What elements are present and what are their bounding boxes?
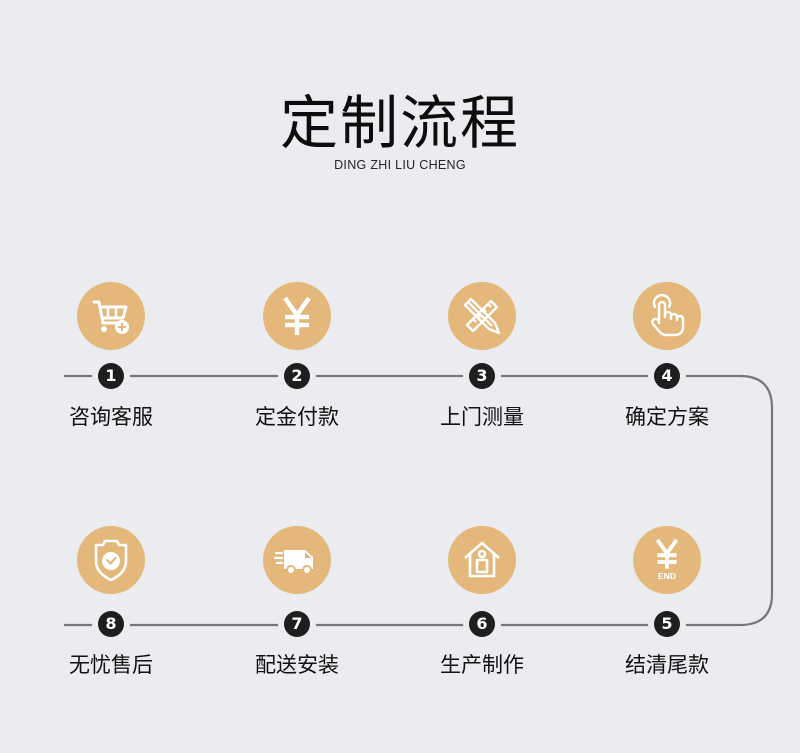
step-5-icon-circle: END (633, 526, 701, 594)
step-7-number: 7 (284, 611, 310, 637)
step-1-icon-circle (77, 282, 145, 350)
step-6-label: 生产制作 (440, 653, 524, 677)
shield-check-icon (94, 539, 128, 582)
step-6-number: 6 (469, 611, 495, 637)
step-1-label: 咨询客服 (69, 405, 153, 429)
step-3-label: 上门测量 (440, 405, 524, 429)
hand-tap-icon (651, 294, 685, 337)
yuan-end-icon: END (655, 538, 679, 581)
step-4-label: 确定方案 (625, 405, 709, 429)
step-3-icon-circle (448, 282, 516, 350)
pencil-ruler-icon (463, 297, 501, 335)
step-2-label: 定金付款 (255, 405, 339, 429)
end-text: END (658, 571, 676, 581)
step-4-number: 4 (654, 363, 680, 389)
yuan-icon (283, 296, 311, 335)
step-8-icon-circle (77, 526, 145, 594)
delivery-truck-icon (274, 550, 313, 575)
step-7-label: 配送安装 (255, 653, 339, 677)
step-3-number: 3 (469, 363, 495, 389)
step-5-label: 结清尾款 (625, 653, 709, 677)
cart-plus-icon (92, 300, 129, 334)
house-icon (464, 541, 500, 578)
step-5-number: 5 (654, 611, 680, 637)
page-subtitle: DING ZHI LIU CHENG (334, 158, 466, 172)
step-2-icon-circle (263, 282, 331, 350)
step-2-number: 2 (284, 363, 310, 389)
step-4-icon-circle (633, 282, 701, 350)
step-6-icon-circle (448, 526, 516, 594)
step-8-label: 无忧售后 (69, 653, 153, 677)
step-8-number: 8 (98, 611, 124, 637)
page-title: 定制流程 (279, 89, 520, 157)
step-7-icon-circle (263, 526, 331, 594)
step-1-number: 1 (98, 363, 124, 389)
